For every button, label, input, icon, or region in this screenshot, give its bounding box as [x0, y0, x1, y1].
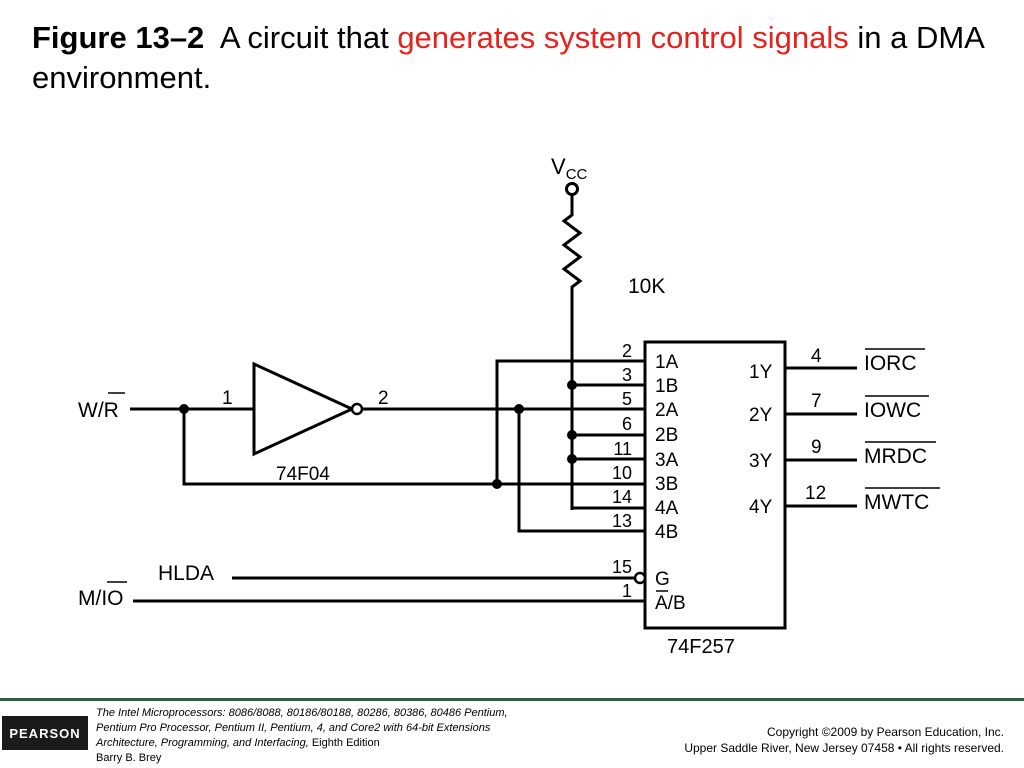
- mux-pin-number: 10: [612, 463, 632, 483]
- mux-output-name: 1Y: [749, 362, 773, 383]
- mux-part-label: 74F257: [667, 636, 735, 658]
- mux-pin-number: 14: [612, 487, 632, 507]
- pearson-logo: PEARSON: [2, 716, 88, 750]
- mux-input-name: 4A: [655, 498, 679, 519]
- mux-output-name: 3Y: [749, 451, 773, 472]
- slide-title: Figure 13–2 A circuit that generates sys…: [32, 18, 1002, 98]
- g-label: G: [655, 569, 670, 590]
- iowc-signal-label: IOWC: [864, 399, 921, 422]
- wr-input-label: W/R: [78, 399, 119, 422]
- wire-1a-bus: [495, 359, 645, 484]
- vcc-terminal: [565, 182, 579, 196]
- output-pin-number: 9: [811, 437, 822, 458]
- mux-input-name: 2B: [655, 425, 678, 446]
- mux-input-name: 1A: [655, 352, 679, 373]
- figure-label: Figure 13–2: [32, 20, 205, 55]
- ab-pin-number: 1: [622, 581, 632, 601]
- g-pin-number: 15: [612, 557, 632, 577]
- iorc-signal-label: IORC: [864, 352, 917, 375]
- dma-control-circuit-diagram: VCC 10K W/R 1 2 74F04 74F257 2 3 5 6 11 …: [78, 154, 940, 658]
- mux-input-name: 3B: [655, 474, 678, 495]
- inverter-part-label: 74F04: [276, 464, 330, 485]
- junction-1b: [567, 380, 577, 390]
- book-author: Barry B. Brey: [96, 752, 162, 764]
- copyright-block: Copyright ©2009 by Pearson Education, In…: [684, 724, 1004, 756]
- vcc-label: VCC: [551, 154, 588, 183]
- output-pin-number: 12: [805, 483, 826, 504]
- wire-4b-bus: [517, 409, 645, 533]
- mux-chip-body: [643, 340, 787, 630]
- mux-pin-number: 11: [613, 439, 632, 459]
- mux-input-name: 2A: [655, 400, 679, 421]
- inverter-input-pin: 1: [222, 388, 233, 409]
- inverter-gate: [252, 361, 356, 457]
- junction-2b: [567, 430, 577, 440]
- hlda-input-label: HLDA: [158, 562, 214, 585]
- junction-2a: [514, 404, 524, 414]
- book-credit: The Intel Microprocessors: 8086/8088, 80…: [96, 706, 576, 766]
- title-text-end: in a DMA environment.: [32, 20, 984, 95]
- wr-direct-wire: [182, 409, 645, 486]
- mux-pin-number: 3: [622, 365, 632, 385]
- ab-label: A/B: [655, 593, 686, 614]
- mux-input-name: 3A: [655, 450, 679, 471]
- output-pin-number: 7: [811, 391, 822, 412]
- pullup-resistor: [561, 195, 583, 510]
- mwtc-signal-label: MWTC: [864, 491, 929, 514]
- copyright-line: Copyright ©2009 by Pearson Education, In…: [767, 725, 1004, 739]
- title-highlight: generates system control signals: [397, 20, 849, 55]
- mux-output-name: 2Y: [749, 405, 773, 426]
- mux-pin-number: 2: [622, 341, 632, 361]
- book-line1: 8086/8088, 80186/80188, 80286, 80386, 80…: [228, 707, 508, 719]
- resistor-value: 10K: [628, 275, 665, 298]
- mux-pin-number: 13: [612, 511, 632, 531]
- mrdc-signal-label: MRDC: [864, 445, 927, 468]
- mux-output-name: 4Y: [749, 497, 773, 518]
- book-line3-italic: Architecture, Programming, and Interfaci…: [96, 737, 309, 749]
- junction-3b: [492, 479, 502, 489]
- output-pin-number: 4: [811, 346, 822, 367]
- mux-input-name: 4B: [655, 522, 678, 543]
- book-edition: Eighth Edition: [311, 737, 380, 749]
- junction-3a: [567, 454, 577, 464]
- mio-input-label: M/IO: [78, 587, 124, 610]
- mux-pin-number: 5: [622, 389, 632, 409]
- title-text: A circuit that: [219, 20, 389, 55]
- footer-divider: [0, 698, 1024, 701]
- mux-pin-number: 6: [622, 414, 632, 434]
- publisher-address: Upper Saddle River, New Jersey 07458 • A…: [684, 741, 1004, 755]
- g-inversion-bubble: [633, 571, 647, 585]
- inverter-bubble: [350, 402, 364, 416]
- mux-input-name: 1B: [655, 376, 678, 397]
- book-line2: Pentium Pro Processor, Pentium II, Penti…: [96, 722, 491, 734]
- book-title: The Intel Microprocessors:: [96, 707, 226, 719]
- inverter-output-pin: 2: [378, 388, 389, 409]
